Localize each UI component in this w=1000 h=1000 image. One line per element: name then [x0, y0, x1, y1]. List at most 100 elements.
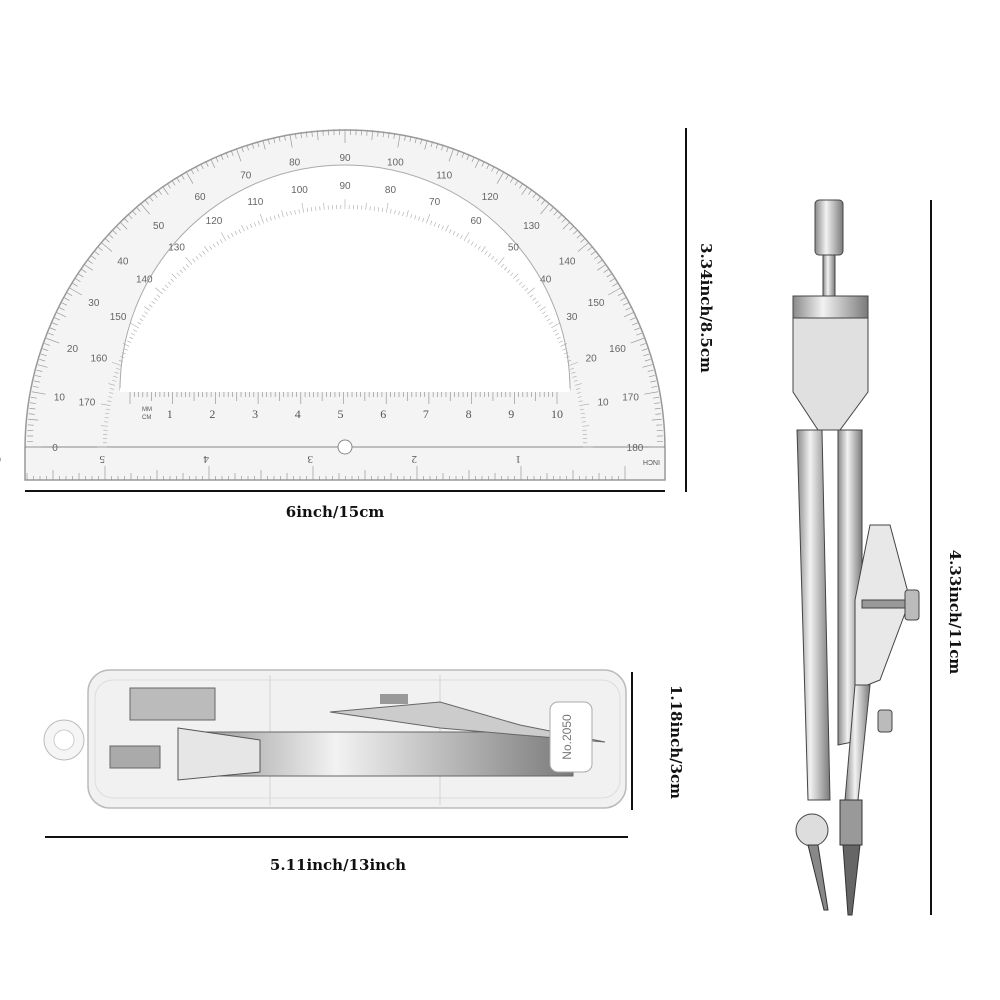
degree-tick [505, 174, 510, 180]
inner-degree-tick [202, 250, 206, 255]
inch-label: 6 [0, 453, 1, 465]
degree-tick [190, 168, 195, 175]
degree-tick [171, 180, 176, 186]
inner-degree-tick [185, 256, 193, 265]
compass-case [43, 669, 627, 809]
degree-tick [180, 174, 185, 180]
degree-tick [622, 302, 629, 306]
inner-degree-tick [452, 231, 456, 236]
outer-degree-label: 100 [387, 157, 404, 168]
inner-degree-tick [491, 255, 495, 260]
inner-degree-tick [565, 355, 570, 359]
inner-degree-tick [129, 336, 134, 340]
degree-tick [66, 292, 73, 297]
inner-degree-tick [579, 403, 590, 406]
inner-degree-label: 10 [597, 398, 609, 409]
degree-tick [510, 177, 514, 183]
degree-tick [44, 343, 51, 346]
degree-tick [623, 312, 634, 318]
inner-degree-tick [555, 333, 559, 336]
inner-degree-label: 90 [339, 181, 351, 192]
cm-label: 1 [167, 407, 173, 421]
inner-degree-tick [192, 258, 196, 263]
degree-tick [577, 242, 589, 252]
inner-degree-tick [573, 379, 578, 382]
inner-degree-tick [546, 318, 551, 322]
inner-degree-tick [373, 206, 375, 211]
degree-tick [382, 131, 385, 138]
protractor-ticks [26, 129, 663, 480]
inner-degree-tick [449, 229, 452, 234]
inner-degree-tick [294, 210, 296, 215]
inner-degree-tick [115, 367, 121, 370]
inner-degree-tick [562, 348, 567, 351]
inner-degree-tick [195, 255, 199, 260]
degree-tick [200, 163, 204, 170]
inner-degree-tick [426, 214, 431, 224]
inner-degree-tick [481, 246, 486, 253]
degree-tick [64, 297, 70, 301]
degree-tick [230, 149, 234, 156]
degree-tick [569, 225, 574, 231]
inner-degree-tick [241, 224, 245, 232]
inner-degree-tick [571, 371, 576, 374]
degree-tick [620, 297, 626, 301]
inner-degree-tick [580, 412, 585, 415]
inner-degree-tick [234, 231, 238, 236]
outer-degree-label: 150 [588, 298, 605, 309]
degree-tick [486, 163, 490, 170]
inner-degree-tick [269, 216, 272, 221]
inner-degree-tick [470, 241, 474, 246]
outer-degree-label: 20 [67, 344, 79, 355]
degree-tick [283, 134, 286, 141]
degree-tick [30, 402, 37, 404]
inner-degree-tick [100, 403, 111, 406]
case-width-label: 5.11inch/13inch [269, 856, 407, 874]
inner-degree-tick [394, 210, 396, 215]
degree-tick [36, 369, 43, 372]
inner-degree-tick [121, 352, 127, 355]
inner-degree-tick [306, 207, 309, 212]
inner-degree-tick [156, 294, 161, 298]
degree-tick [262, 139, 266, 150]
degree-tick [61, 302, 68, 306]
degree-tick [448, 148, 455, 162]
inner-degree-tick [133, 329, 137, 332]
degree-tick [397, 133, 401, 148]
inner-degree-tick [422, 217, 425, 223]
inner-degree-tick [323, 202, 325, 210]
outer-degree-label: 130 [523, 221, 540, 232]
inner-degree-tick [301, 202, 304, 213]
degree-tick [215, 156, 219, 163]
degree-tick [127, 214, 133, 220]
degree-tick [606, 273, 612, 278]
degree-tick [653, 396, 660, 399]
degree-tick [576, 233, 582, 239]
inner-degree-tick [507, 269, 511, 274]
inner-degree-tick [139, 318, 144, 322]
inner-degree-tick [238, 229, 241, 234]
inner-degree-tick [122, 343, 130, 347]
inner-degree-tick [114, 371, 119, 374]
inner-degree-tick [141, 314, 146, 318]
inner-degree-label: 150 [110, 312, 127, 323]
degree-tick [87, 259, 93, 264]
inner-degree-tick [365, 202, 367, 210]
inner-degree-tick [104, 417, 109, 419]
degree-tick [40, 353, 47, 357]
inner-degree-tick [456, 233, 459, 237]
inner-degree-tick [144, 306, 151, 311]
degree-tick [587, 246, 593, 251]
degree-tick [195, 166, 199, 172]
outer-degree-label: 120 [482, 192, 499, 203]
inner-degree-tick [123, 348, 128, 351]
cm-label: 3 [252, 407, 258, 421]
inner-degree-tick [556, 336, 561, 340]
degree-tick [54, 317, 61, 321]
outer-degree-label: 140 [559, 257, 576, 268]
inch-label: 5 [99, 453, 105, 465]
inner-degree-tick [112, 379, 117, 382]
degree-tick [461, 152, 465, 158]
degree-tick [557, 214, 563, 220]
